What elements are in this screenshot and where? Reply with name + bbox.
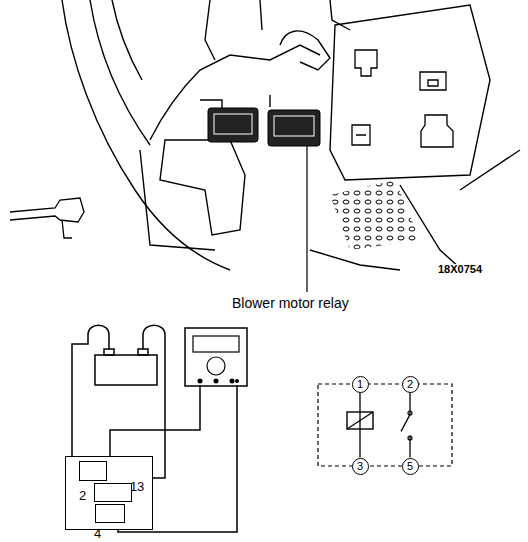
figure-code: 18X0754 (436, 264, 484, 275)
multimeter-part (207, 357, 225, 375)
terminal-number: 1 (357, 379, 363, 390)
schematic-wire (359, 393, 360, 458)
harness-part (140, 150, 215, 250)
clip (10, 198, 84, 238)
dashboard-panel-part (90, 0, 150, 145)
terminal-circle: 5 (402, 458, 419, 475)
relay-terminal-box: 5 (95, 504, 125, 523)
battery-part (104, 349, 114, 355)
harness-part (160, 140, 245, 235)
leader-line-part (306, 146, 307, 292)
terminal-number: 2 (79, 489, 86, 502)
dashboard-panel-part (460, 150, 520, 190)
multimeter-part (193, 336, 239, 352)
relay-terminal-box: 4 (94, 483, 132, 502)
terminal-number: 3 (137, 480, 144, 493)
multimeter-part (230, 379, 235, 384)
multimeter (185, 328, 247, 386)
relay-pair-part (268, 110, 320, 146)
relay-pair-part (274, 116, 314, 136)
terminal-circle: 2 (402, 376, 419, 393)
dashboard-panel-part (330, 5, 490, 180)
terminal-number: 4 (94, 527, 101, 540)
relay-pair-part (214, 114, 252, 134)
fuse-box-connectors-part (352, 125, 370, 145)
fuse-box-connectors (352, 50, 453, 147)
dashboard-panel (62, 0, 520, 270)
clip-part (10, 198, 84, 222)
battery (95, 349, 157, 385)
clip-part (62, 220, 72, 238)
relay-schematic-part (318, 384, 452, 466)
perforated-panel-part (330, 180, 420, 250)
relay-housing: 13245 (65, 456, 153, 530)
terminal-number: 3 (357, 461, 363, 472)
schematic-wire (401, 393, 410, 458)
fuse-box-connectors-part (420, 72, 446, 90)
dashboard-panel-part (205, 0, 215, 60)
test-wires-part (110, 385, 200, 459)
terminal-number: 2 (407, 379, 413, 390)
relay-terminal-box: 2 (79, 461, 107, 481)
dashboard-panel-part (310, 250, 400, 270)
relay-pair (208, 108, 320, 146)
leader-line (306, 146, 307, 292)
harness-part (280, 31, 330, 70)
harness (140, 31, 330, 250)
relay-pair-part (208, 108, 258, 142)
relay-schematic (318, 384, 452, 466)
dashboard-panel-part (62, 0, 230, 270)
battery-part (95, 355, 157, 385)
terminal-circle: 3 (352, 458, 369, 475)
fuse-box-connectors-part (421, 115, 453, 147)
dashboard-panel-part (260, 0, 262, 30)
multimeter-part (235, 379, 239, 383)
dashboard-panel-part (330, 0, 350, 30)
multimeter-part (198, 379, 203, 384)
test-wires (72, 325, 237, 532)
battery-part (138, 349, 148, 355)
perforated-panel (330, 180, 420, 250)
test-wires-part (72, 325, 109, 456)
dashboard-panel-part (112, 0, 142, 80)
terminal-number: 5 (407, 461, 413, 472)
fuse-box-connectors-part (355, 50, 377, 76)
harness-part (200, 95, 270, 108)
part-name: Blower motor relay (230, 296, 351, 310)
multimeter-part (185, 328, 247, 386)
terminal-circle: 1 (352, 376, 369, 393)
multimeter-part (214, 379, 219, 384)
